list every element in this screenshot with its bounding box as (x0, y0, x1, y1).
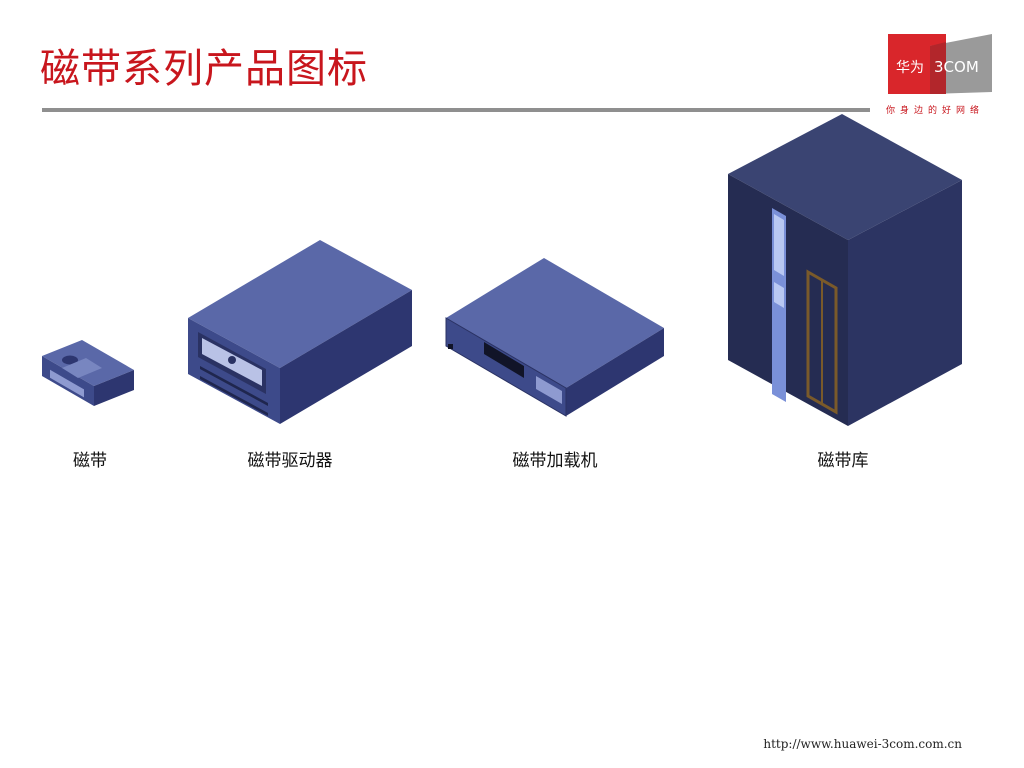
page-title: 磁带系列产品图标 (40, 46, 368, 92)
title-divider (42, 108, 870, 112)
logo-brand-cn: 华为 (896, 60, 924, 76)
caption-tape-library: 磁带库 (817, 451, 869, 471)
tape-cartridge-icon (42, 340, 134, 406)
tape-library-icon (728, 114, 962, 426)
footer-url[interactable]: http://www.huawei-3com.com.cn (763, 737, 962, 751)
logo-brand-en: 3COM (934, 58, 979, 76)
tape-drive-icon (188, 240, 412, 424)
caption-tape-autoloader: 磁带加载机 (512, 451, 598, 471)
caption-tape: 磁带 (73, 451, 107, 471)
huawei-3com-logo: 华为 3COM (888, 34, 992, 94)
logo-tagline: 你身边的好网络 (886, 106, 985, 116)
tape-autoloader-icon (445, 258, 664, 417)
caption-tape-drive: 磁带驱动器 (247, 451, 333, 471)
